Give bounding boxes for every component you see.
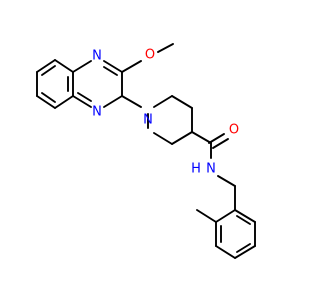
bond [72, 95, 92, 108]
bond [171, 131, 193, 145]
bond [103, 60, 123, 73]
oxygen-atom-label: O [145, 48, 155, 63]
bond [41, 92, 56, 103]
bond [121, 95, 142, 108]
bond [157, 43, 174, 53]
bond [36, 95, 56, 109]
bond [103, 95, 123, 108]
bond [103, 66, 118, 76]
oxygen-atom-label: O [229, 123, 239, 138]
bond [212, 138, 229, 149]
bond [234, 209, 256, 223]
bond [217, 175, 236, 187]
nitrogen-atom-label: N [92, 49, 102, 64]
bond [236, 215, 251, 225]
bond [236, 243, 251, 253]
molecule-canvas: O N N N O N H [36, 43, 256, 259]
bond [54, 95, 74, 109]
bond [215, 245, 236, 259]
bond [77, 92, 92, 102]
nitrogen-atom-label: N [206, 162, 216, 177]
bond [41, 65, 56, 76]
bond [121, 60, 142, 73]
bond [171, 95, 193, 109]
bond [72, 60, 92, 73]
bond [215, 209, 236, 223]
bond [153, 95, 173, 108]
bond [36, 59, 56, 73]
bond [191, 131, 212, 144]
nitrogen-atom-label: N [92, 105, 102, 120]
bond [153, 132, 173, 145]
nitrogen-atom-label: N [143, 113, 153, 128]
bonds [36, 43, 256, 259]
atom-labels: O N N N O N H [92, 48, 239, 177]
bond [54, 59, 74, 73]
bond [208, 133, 225, 144]
bond [234, 245, 256, 259]
molecule-structure: O N N N O N H [36, 43, 256, 259]
hydrogen-atom-label: H [191, 162, 201, 177]
bond [196, 209, 217, 223]
